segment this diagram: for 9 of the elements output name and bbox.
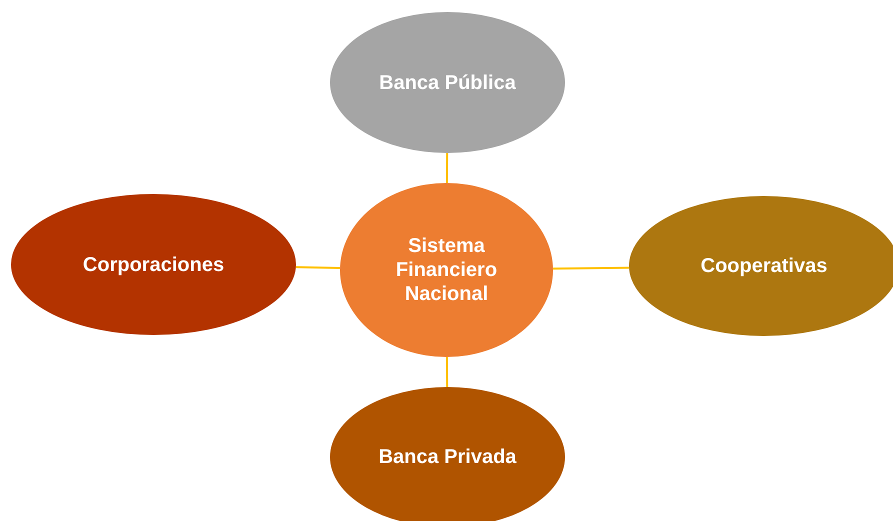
connector-line: [296, 266, 340, 269]
node-label: Banca Pública: [379, 70, 516, 94]
connector-line: [552, 266, 630, 270]
node-label: Cooperativas: [700, 254, 828, 278]
connector-line: [446, 357, 448, 387]
node-label: Banca Privada: [378, 445, 516, 469]
node-label: Sistema Financiero Nacional: [394, 234, 498, 306]
node-label: Corporaciones: [82, 252, 224, 276]
connector-line: [446, 153, 448, 183]
